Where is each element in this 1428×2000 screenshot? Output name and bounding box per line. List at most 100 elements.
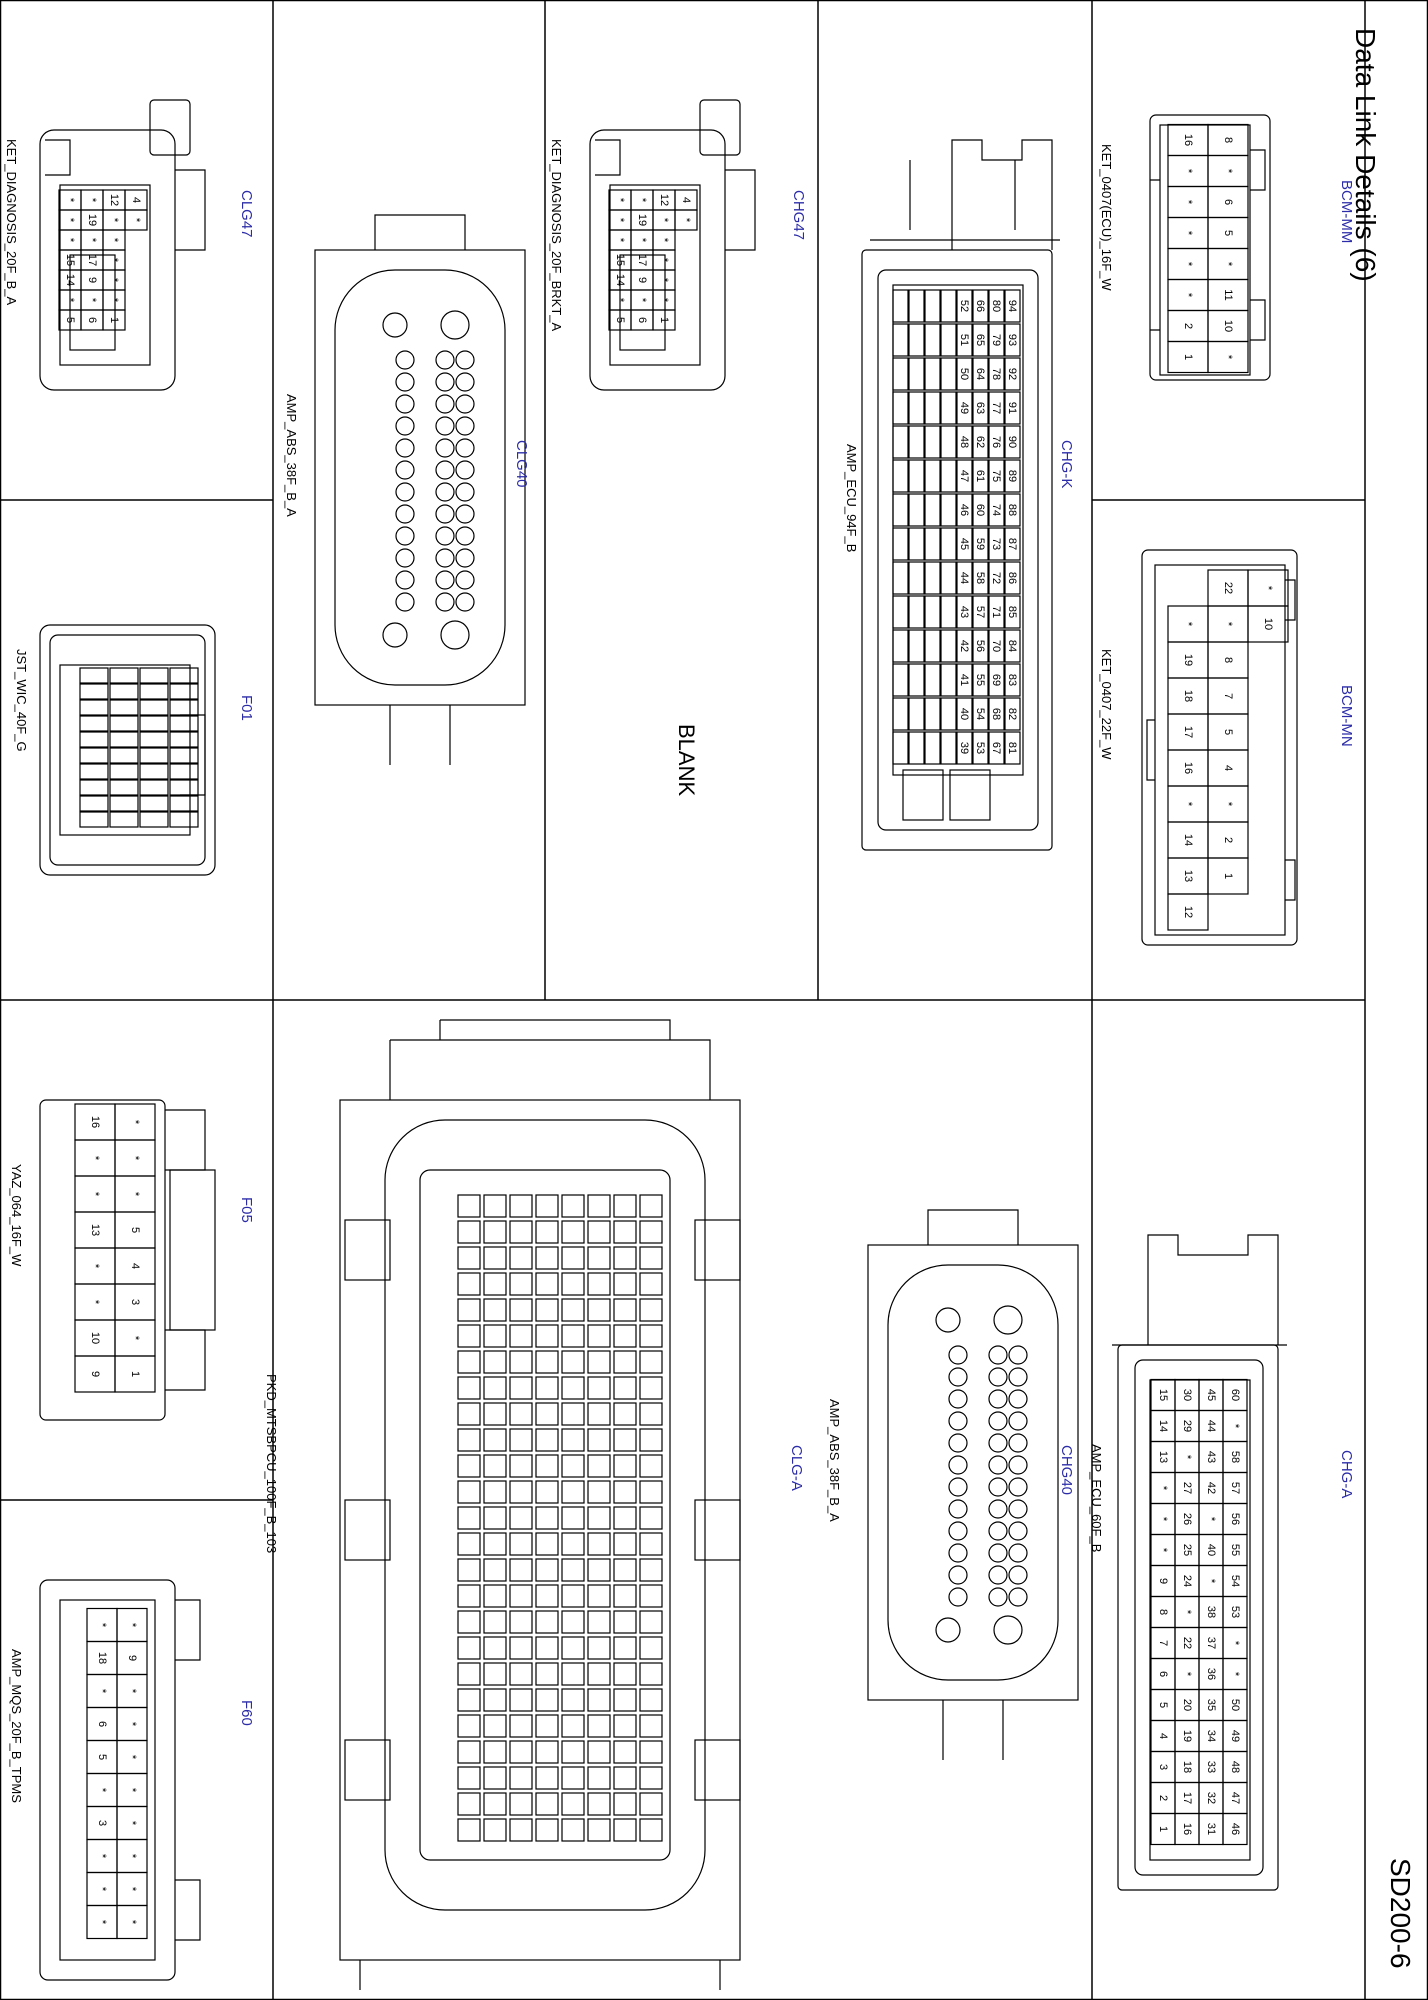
pin-label: 10 (1262, 618, 1274, 630)
part-label-chg-k: AMP_ECU_94F_B (844, 444, 859, 553)
pin-label: 3 (96, 1820, 108, 1826)
pin-label: 1 (1157, 1826, 1169, 1832)
part-label-f01: JST_WIC_40F_G (14, 649, 29, 752)
pin-label: 87 (1006, 538, 1018, 550)
part-label-clg47: KET_DIAGNOSIS_20F_B_A (4, 139, 19, 306)
pin-label: 4 (130, 197, 142, 203)
pin-label: 7 (1157, 1640, 1169, 1646)
pin-label: 84 (1006, 640, 1018, 652)
pin-label: 83 (1006, 674, 1018, 686)
pin-label: 47 (958, 470, 970, 482)
part-label-clg-a: PKD_MTSBPCU_100F_B_103 (264, 1374, 279, 1554)
pin-label: 73 (990, 538, 1002, 550)
pin-label: * (1229, 1641, 1241, 1646)
connector-id-chg-k: CHG-K (1058, 440, 1075, 489)
pin-label: * (126, 1821, 138, 1826)
pin-label: * (1222, 262, 1234, 267)
pin-label: 55 (1229, 1544, 1241, 1556)
pin-label: 30 (1181, 1389, 1193, 1401)
pin-label: 35 (1205, 1699, 1217, 1711)
pin-label: 16 (1182, 134, 1194, 146)
pin-label: 17 (1181, 1792, 1193, 1804)
connector-id-clg40: CLG40 (513, 440, 530, 488)
grid-lines (0, 0, 1366, 2000)
pin-label: 6 (96, 1721, 108, 1727)
pin-label: 9 (126, 1655, 138, 1661)
pin-label: * (86, 298, 98, 303)
pin-label: 19 (86, 214, 98, 226)
pin-label: 4 (680, 197, 692, 203)
pin-label: * (108, 238, 120, 243)
pin-label: 37 (1205, 1637, 1217, 1649)
pin-label: 5 (1157, 1702, 1169, 1708)
pin-label: 14 (1157, 1420, 1169, 1432)
pin-label: 81 (1006, 742, 1018, 754)
pin-label: 9 (636, 277, 648, 283)
connector-id-clg47: CLG47 (238, 190, 255, 238)
pin-label: * (1181, 1672, 1193, 1677)
pin-label: 15 (1157, 1389, 1169, 1401)
pin-label: 16 (89, 1116, 101, 1128)
pin-label: 11 (1222, 289, 1234, 300)
pin-label: * (658, 258, 670, 263)
pin-label: 61 (974, 470, 986, 482)
pin-label: 63 (974, 402, 986, 414)
pin-label: 91 (1006, 402, 1018, 414)
pin-label: * (89, 1264, 101, 1269)
pin-label: * (129, 1192, 141, 1197)
pin-label: * (126, 1689, 138, 1694)
pin-label: 94 (1006, 300, 1018, 312)
pin-label: 5 (96, 1754, 108, 1760)
pin-label: 14 (1182, 834, 1194, 846)
pin-label: 17 (86, 254, 98, 266)
pin-label: 9 (86, 277, 98, 283)
pin-label: 16 (1181, 1823, 1193, 1835)
pin-label: 44 (958, 572, 970, 584)
pin-label: * (1181, 1610, 1193, 1615)
pin-label: 71 (990, 606, 1002, 618)
pin-label: * (658, 218, 670, 223)
pin-label: 58 (974, 572, 986, 584)
pin-label: * (64, 238, 76, 243)
pin-label: 56 (1229, 1513, 1241, 1525)
pin-label: 6 (636, 317, 648, 323)
pin-label: 39 (958, 742, 970, 754)
connector-id-f05: F05 (238, 1197, 255, 1223)
pin-label: 15 (614, 254, 626, 266)
pin-label: 36 (1205, 1668, 1217, 1680)
pin-label: 5 (1222, 230, 1234, 236)
pin-label: * (126, 1623, 138, 1628)
pin-label: 17 (1182, 726, 1194, 738)
pin-label: * (1222, 355, 1234, 360)
pin-label: 3 (1157, 1764, 1169, 1770)
pin-label: * (96, 1920, 108, 1925)
pin-label: 48 (1229, 1761, 1241, 1773)
pin-label: 2 (1222, 837, 1234, 843)
pin-label: * (658, 278, 670, 283)
pin-label: * (1157, 1548, 1169, 1553)
part-label-bcm-mn: KET_0407_22F_W (1099, 649, 1114, 760)
part-label-clg40: AMP_ABS_38F_B_A (284, 394, 299, 517)
pin-label: 13 (1157, 1451, 1169, 1463)
pin-label: * (129, 1336, 141, 1341)
pin-label: 49 (1229, 1730, 1241, 1742)
pin-label: * (658, 298, 670, 303)
pin-label: 50 (958, 368, 970, 380)
pin-label: 3 (129, 1299, 141, 1305)
blank-label: BLANK (674, 724, 699, 797)
pin-label: * (64, 198, 76, 203)
pin-label: 74 (990, 504, 1002, 516)
pin-label: 25 (1181, 1544, 1193, 1556)
pin-label: 52 (958, 300, 970, 312)
pin-label: 2 (1157, 1795, 1169, 1801)
pin-label: 34 (1205, 1730, 1217, 1742)
pin-label: * (96, 1623, 108, 1628)
pin-label: 15 (64, 254, 76, 266)
connector-clg40 (314, 214, 526, 765)
pin-label: 29 (1181, 1420, 1193, 1432)
pin-label: 66 (974, 300, 986, 312)
pin-label: * (86, 198, 98, 203)
pin-label: 60 (1229, 1389, 1241, 1401)
pin-label: * (108, 278, 120, 283)
